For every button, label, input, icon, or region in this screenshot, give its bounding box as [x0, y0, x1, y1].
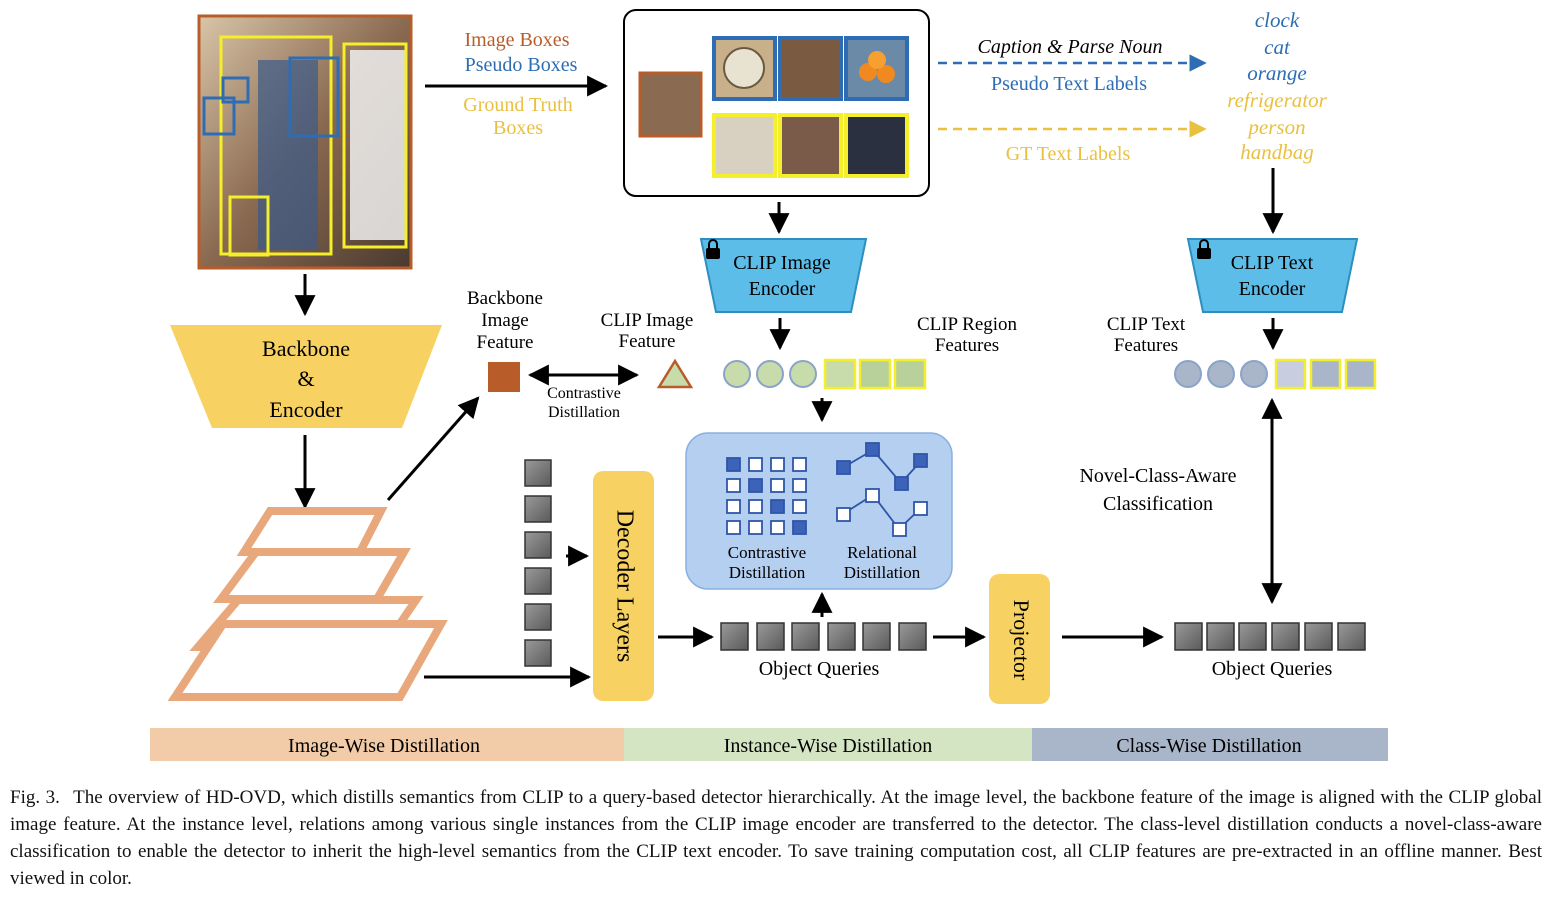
- input-image: [197, 14, 413, 270]
- band-instance-wise: [624, 728, 1032, 761]
- band-image-wise: [150, 728, 624, 761]
- object-queries-label-1: Object Queries: [759, 658, 880, 680]
- svg-text:Contrastive: Contrastive: [728, 543, 806, 562]
- svg-text:Encoder: Encoder: [1239, 278, 1306, 300]
- word-refrigerator: refrigerator: [1227, 88, 1327, 112]
- svg-text:Projector: Projector: [1009, 600, 1034, 681]
- word-clock: clock: [1255, 8, 1300, 32]
- svg-text:Relational: Relational: [847, 543, 917, 562]
- clip-text-features-label: CLIP Text: [1107, 314, 1186, 335]
- decoder-layers: Decoder Layers: [593, 471, 654, 701]
- pseudo-box-cat: [288, 56, 340, 138]
- distillation-bands: Image-Wise Distillation Instance-Wise Di…: [150, 728, 1388, 761]
- svg-text:Class-Wise Distillation: Class-Wise Distillation: [1116, 735, 1301, 757]
- region-crops-panel: [623, 9, 930, 197]
- gt-box-handbag: [228, 195, 270, 257]
- svg-text:Distillation: Distillation: [548, 404, 620, 421]
- caption-parse-label: Caption & Parse Noun: [977, 36, 1162, 58]
- svg-text:Image: Image: [481, 310, 528, 331]
- clip-image-encoder: CLIP Image Encoder: [699, 238, 868, 313]
- learnable-query-tokens: [524, 459, 552, 667]
- clip-text-features: [1174, 358, 1377, 390]
- novel-class-label: Novel-Class-Aware: [1079, 465, 1236, 487]
- svg-text:Backbone: Backbone: [262, 336, 350, 361]
- clip-text-encoder: CLIP Text Encoder: [1186, 238, 1359, 313]
- pseudo-box-orange: [202, 96, 236, 136]
- clip-region-features: [723, 358, 927, 390]
- crop-image: [638, 71, 703, 138]
- feature-pyramid: [167, 507, 448, 701]
- relational-graph-icon: [836, 442, 928, 537]
- band-class-wise: [1032, 728, 1388, 761]
- word-person: person: [1246, 115, 1305, 139]
- svg-text:Feature: Feature: [619, 331, 676, 352]
- word-orange: orange: [1247, 61, 1307, 85]
- gt-box-refrigerator: [342, 42, 408, 249]
- svg-text:Image-Wise Distillation: Image-Wise Distillation: [288, 735, 480, 757]
- object-queries-label-2: Object Queries: [1212, 658, 1333, 680]
- clip-region-features-label: CLIP Region: [917, 314, 1018, 335]
- hd-ovd-diagram: Image Boxes Pseudo Boxes Ground Truth Bo…: [150, 8, 1388, 761]
- class-word-list: clock cat orange refrigerator person han…: [1227, 8, 1327, 164]
- lock-icon: [1197, 239, 1211, 259]
- svg-text:&: &: [297, 366, 314, 391]
- word-handbag: handbag: [1240, 140, 1314, 164]
- crop-handbag: [844, 113, 909, 178]
- pseudo-boxes-label: Pseudo Boxes: [465, 54, 578, 76]
- object-queries-instance: [720, 622, 927, 651]
- figure-caption: Fig. 3. The overview of HD-OVD, which di…: [10, 784, 1542, 892]
- caption-text: The overview of HD-OVD, which distills s…: [10, 787, 1542, 889]
- pseudo-text-labels: Pseudo Text Labels: [991, 73, 1147, 95]
- gt-boxes-label-1: Ground Truth: [463, 94, 572, 116]
- gt-box-person: [219, 35, 333, 256]
- contrastive-label: Contrastive: [547, 385, 621, 402]
- gt-boxes-label-2: Boxes: [493, 117, 543, 139]
- lock-icon: [706, 239, 720, 259]
- figure-number: Fig. 3.: [10, 787, 60, 808]
- image-boxes-label: Image Boxes: [465, 29, 570, 51]
- svg-text:CLIP Text: CLIP Text: [1231, 252, 1314, 274]
- crop-person: [778, 113, 843, 178]
- svg-text:Encoder: Encoder: [749, 278, 816, 300]
- svg-text:CLIP Image: CLIP Image: [733, 252, 831, 274]
- backbone-feature-label: Backbone: [467, 288, 543, 309]
- svg-text:Decoder Layers: Decoder Layers: [611, 510, 637, 663]
- svg-text:Instance-Wise Distillation: Instance-Wise Distillation: [724, 735, 933, 757]
- svg-text:Classification: Classification: [1103, 493, 1213, 515]
- svg-text:Features: Features: [935, 335, 999, 356]
- clip-image-feature-label: CLIP Image: [601, 310, 694, 331]
- clip-image-feature-triangle: [656, 358, 694, 389]
- word-cat: cat: [1264, 35, 1291, 59]
- backbone-encoder: Backbone & Encoder: [170, 325, 442, 428]
- crop-refrigerator: [712, 113, 777, 178]
- backbone-feature-square: [488, 362, 520, 392]
- projector: Projector: [989, 574, 1050, 704]
- svg-text:Distillation: Distillation: [729, 563, 806, 582]
- svg-text:Feature: Feature: [477, 332, 534, 353]
- svg-text:Distillation: Distillation: [844, 563, 921, 582]
- crop-cat: [778, 36, 843, 101]
- gt-text-labels: GT Text Labels: [1006, 143, 1131, 165]
- instance-distillation-panel: Contrastive Distillation Relational Dist…: [685, 432, 953, 590]
- svg-text:Encoder: Encoder: [269, 397, 343, 422]
- object-queries-class: [1174, 622, 1366, 651]
- svg-text:Features: Features: [1114, 335, 1178, 356]
- contrastive-matrix-icon: [726, 457, 807, 535]
